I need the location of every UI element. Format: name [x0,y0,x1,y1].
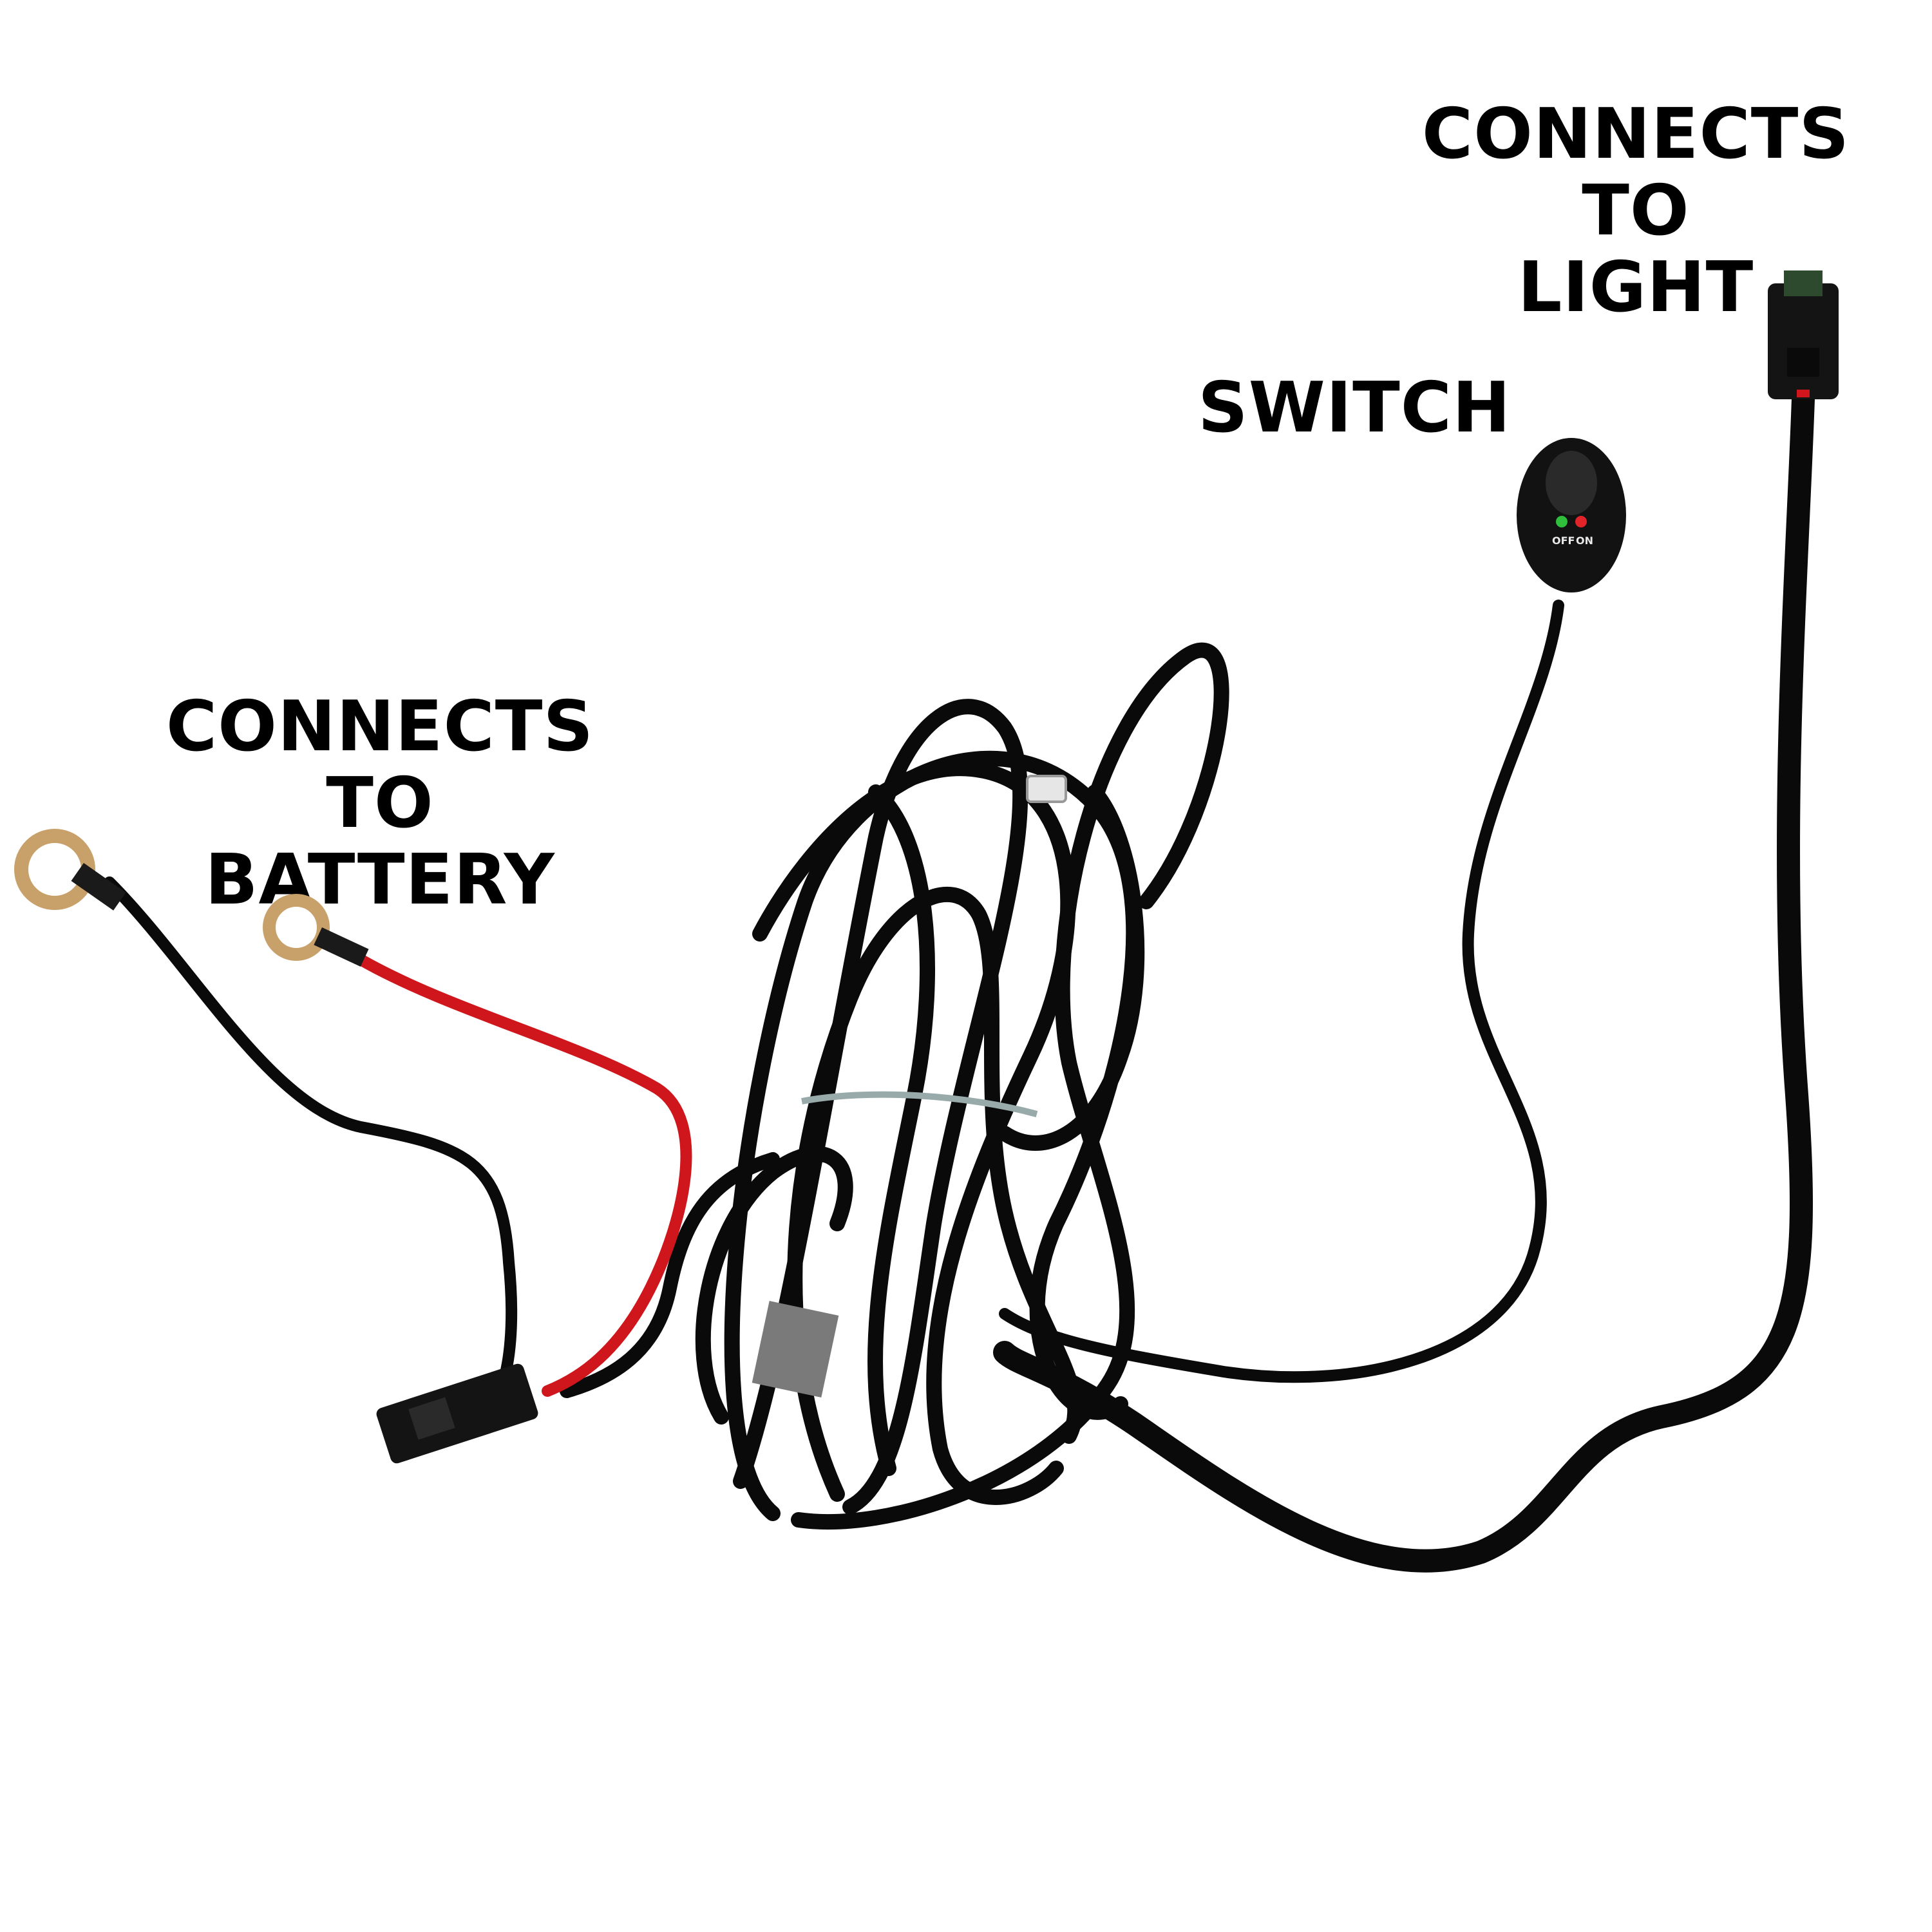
label-light-line2: LIGHT [1517,247,1754,328]
ring-terminal-icon [14,829,126,911]
cable-to-fuse [560,1152,780,1398]
switch-led-on [1575,516,1587,527]
label-connects-to-battery: CONNECTS TO BATTERY [135,687,625,920]
label-light-line1: CONNECTS TO [1421,94,1850,251]
switch-on-text: ON [1576,535,1593,547]
white-plug [1026,775,1067,803]
cable-to-switch [999,600,1564,1383]
label-connects-to-light: CONNECTS TO LIGHT [1391,94,1880,328]
label-switch-line1: SWITCH [1198,368,1511,448]
negative-wire [104,876,518,1390]
coiled-harness-bundle [695,642,1229,1530]
deutsch-connector-icon [1768,270,1839,399]
ring-terminal-icon [263,894,369,967]
label-switch: SWITCH [1198,368,1511,448]
cable-tie [801,1091,1038,1117]
switch-off-text: OFF [1552,535,1575,547]
label-battery-line2: BATTERY [205,839,555,920]
positive-wire [355,954,692,1397]
relay-block [752,1300,839,1398]
switch-led-off [1556,516,1567,527]
rocker-switch-icon[interactable]: OFF ON [1517,438,1626,592]
cable-to-light [993,388,1815,1573]
fuse-holder-icon [376,1363,538,1464]
label-battery-line1: CONNECTS TO [166,687,594,844]
